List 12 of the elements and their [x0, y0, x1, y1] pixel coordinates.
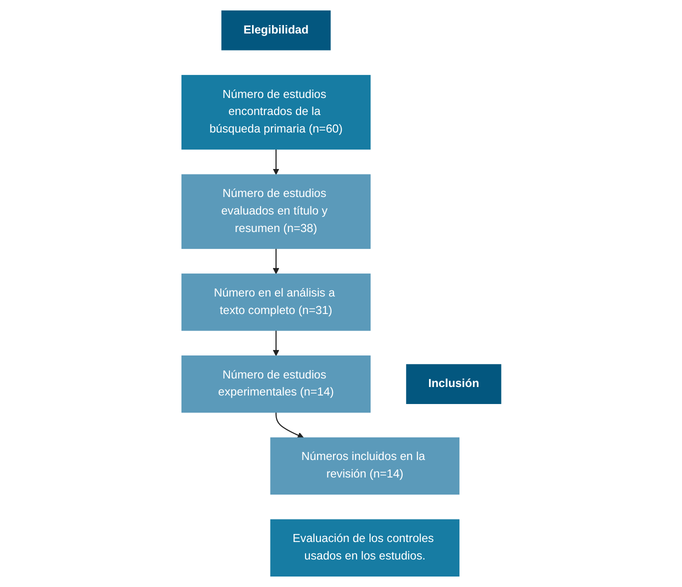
- node-box: Número de estudios evaluados en título y resumen (n=38): [181, 174, 370, 249]
- node-box: Inclusión: [406, 364, 501, 404]
- arrow: [272, 149, 279, 175]
- node-box: Número de estudios encontrados de la búsqueda primaria (n=60): [181, 74, 370, 150]
- node-box: Número en el análisis a texto completo (n=31): [181, 274, 370, 331]
- node-box: Evaluación de los controles usados en los estudios.: [270, 519, 460, 577]
- arrow: [272, 248, 279, 274]
- arrow: [275, 412, 304, 438]
- node-box: Número de estudios experimentales (n=14): [181, 355, 370, 413]
- arrow: [272, 330, 279, 356]
- node-box: Números incluidos en la revisión (n=14): [270, 437, 460, 495]
- node-box: Elegibilidad: [221, 10, 330, 50]
